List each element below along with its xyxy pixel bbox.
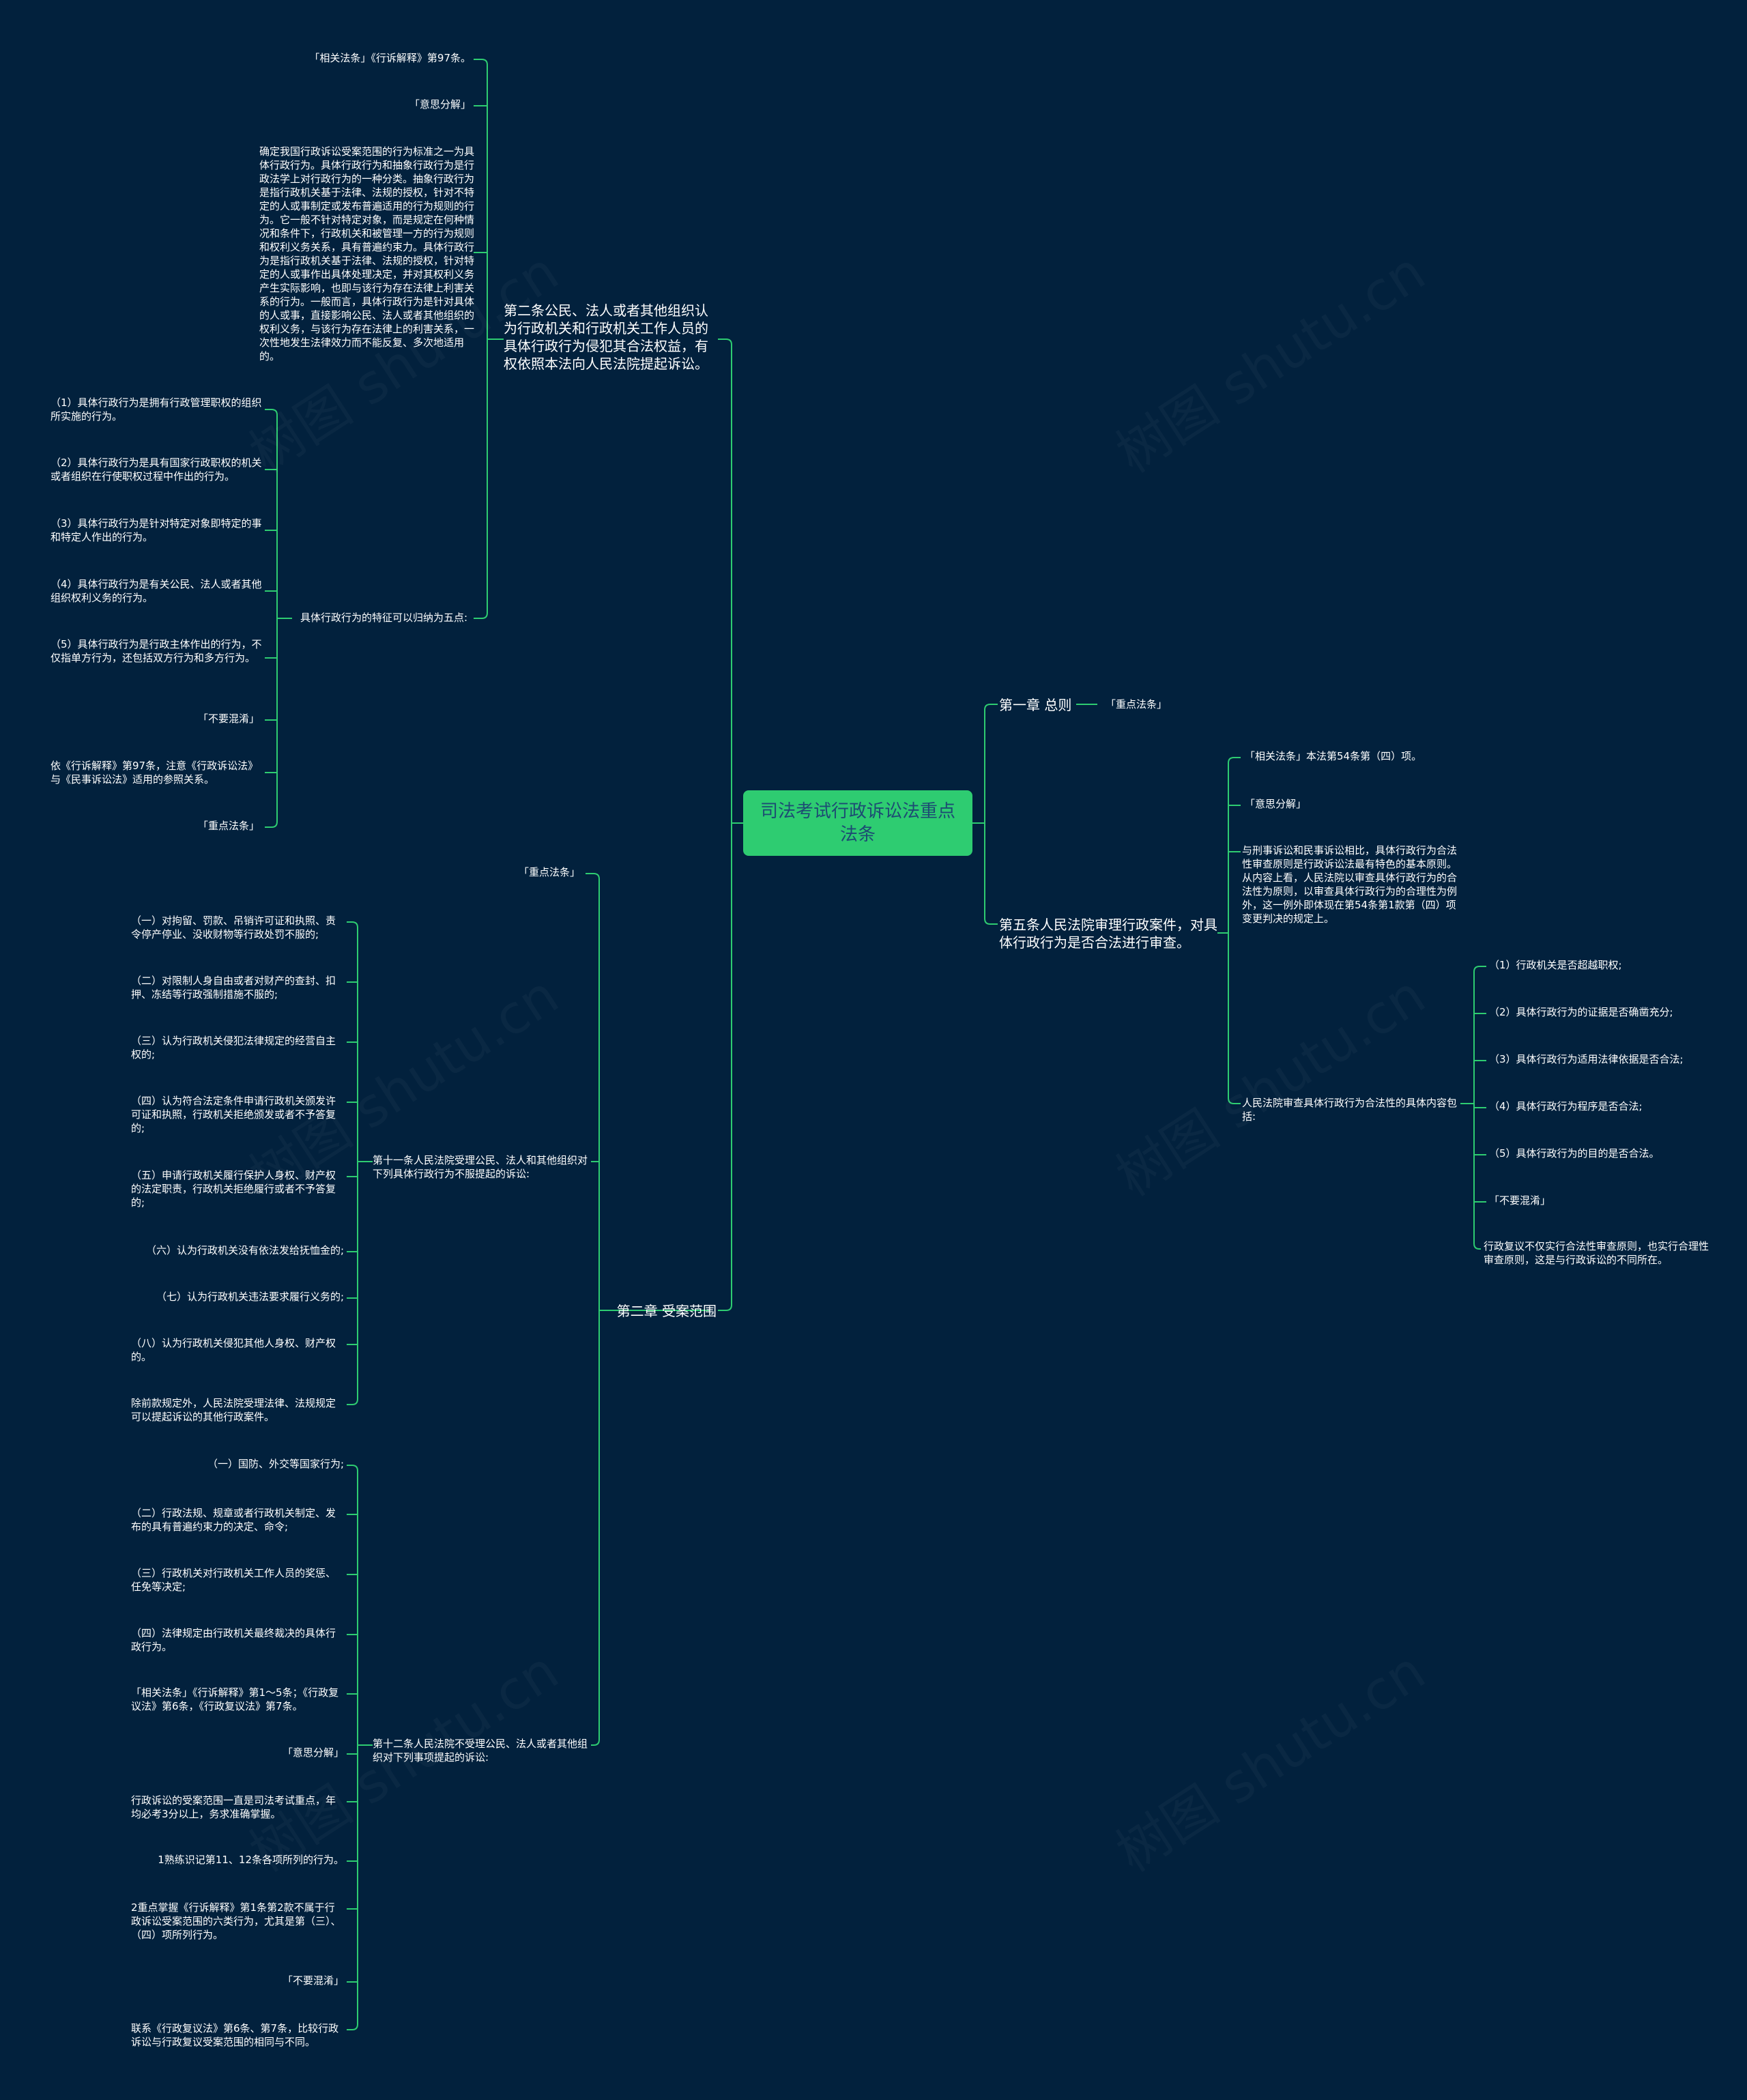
connector-line bbox=[1228, 757, 1241, 764]
article5-review[interactable]: 人民法院审查具体行政行为合法性的具体内容包括: bbox=[1242, 1097, 1458, 1123]
article2-feature-item[interactable]: 「不要混淆」 bbox=[197, 713, 259, 725]
article2-meaning[interactable]: 「意思分解」 bbox=[409, 98, 471, 111]
root-node[interactable]: 司法考试行政诉讼法重点法条 bbox=[743, 790, 972, 856]
article2-feature-item[interactable]: （2）具体行政行为是具有国家行政职权的机关或者组织在行使职权过程中作出的行为。 bbox=[50, 457, 262, 483]
article11-item[interactable]: （三）认为行政机关侵犯法律规定的经营自主权的; bbox=[131, 1035, 336, 1061]
article12-item[interactable]: 「意思分解」 bbox=[282, 1746, 344, 1759]
article2-feature-item[interactable]: （1）具体行政行为是拥有行政管理职权的组织所实施的行为。 bbox=[50, 397, 262, 422]
article5-related[interactable]: 「相关法条」本法第54条第（四）项。 bbox=[1245, 750, 1422, 762]
article12-item[interactable]: 1熟练识记第11、12条各项所列的行为。 bbox=[158, 1854, 344, 1866]
article11-item[interactable]: （二）对限制人身自由或者对财产的查封、扣押、冻结等行政强制措施不服的; bbox=[131, 975, 336, 1001]
article2-node[interactable]: 第二条公民、法人或者其他组织认为行政机关和行政机关工作人员的具体行政行为侵犯其合… bbox=[504, 302, 708, 372]
article12-item[interactable]: （一）国防、外交等国家行为; bbox=[207, 1458, 344, 1470]
chapter2-key-articles[interactable]: 「重点法条」 bbox=[518, 866, 580, 878]
connector-line bbox=[984, 918, 998, 925]
article12-item[interactable]: （四）法律规定由行政机关最终裁决的具体行政行为。 bbox=[131, 1627, 336, 1653]
connector-line bbox=[1228, 1097, 1241, 1104]
article11-item[interactable]: 除前款规定外，人民法院受理法律、法规规定可以提起诉讼的其他行政案件。 bbox=[131, 1397, 336, 1423]
connector-line bbox=[591, 1739, 600, 1746]
article12-node[interactable]: 第十二条人民法院不受理公民、法人或者其他组织对下列事项提起的诉讼: bbox=[373, 1738, 588, 1764]
article12-item[interactable]: （三）行政机关对行政机关工作人员的奖惩、任免等决定; bbox=[131, 1567, 336, 1593]
connector-line bbox=[347, 1465, 358, 1471]
connector-line bbox=[474, 612, 488, 619]
article2-feature-item[interactable]: （4）具体行政行为是有关公民、法人或者其他组织权利义务的行为。 bbox=[50, 578, 262, 604]
connector-line bbox=[718, 1304, 732, 1311]
article11-item[interactable]: （七）认为行政机关违法要求履行义务的; bbox=[156, 1291, 344, 1303]
article2-features[interactable]: 具体行政行为的特征可以归纳为五点: bbox=[300, 612, 467, 624]
connector-line bbox=[265, 409, 278, 416]
chapter1-node[interactable]: 第一章 总则 bbox=[999, 697, 1072, 713]
article5-item[interactable]: （1）行政机关是否超越职权; bbox=[1489, 959, 1622, 971]
article12-item[interactable]: 2重点掌握《行诉解释》第1条第2款不属于行政诉讼受案范围的六类行为，尤其是第（三… bbox=[131, 1901, 341, 1941]
article5-item[interactable]: （4）具体行政行为程序是否合法; bbox=[1489, 1100, 1643, 1112]
article5-item[interactable]: （3）具体行政行为适用法律依据是否合法; bbox=[1489, 1053, 1684, 1065]
article11-node[interactable]: 第十一条人民法院受理公民、法人和其他组织对下列具体行政行为不服提起的诉讼: bbox=[373, 1154, 588, 1180]
article11-item[interactable]: （六）认为行政机关没有依法发给抚恤金的; bbox=[145, 1244, 344, 1256]
article5-item[interactable]: （5）具体行政行为的目的是否合法。 bbox=[1489, 1147, 1660, 1160]
connector-line bbox=[265, 821, 278, 828]
chapter2-node[interactable]: 第二章 受案范围 bbox=[616, 1303, 717, 1319]
article2-feature-item[interactable]: （5）具体行政行为是行政主体作出的行为，不仅指单方行为，还包括双方行为和多方行为… bbox=[50, 638, 262, 664]
connector-line bbox=[984, 704, 998, 710]
article12-item[interactable]: 「不要混淆」 bbox=[282, 1974, 344, 1987]
article5-item[interactable]: （2）具体行政行为的证据是否确凿充分; bbox=[1489, 1006, 1673, 1018]
article5-meaning[interactable]: 「意思分解」 bbox=[1245, 798, 1307, 810]
connector-line bbox=[586, 873, 600, 880]
article12-item[interactable]: （二）行政法规、规章或者行政机关制定、发布的具有普遍约束力的决定、命令; bbox=[131, 1507, 336, 1533]
article2-feature-item[interactable]: 「重点法条」 bbox=[197, 820, 259, 832]
article2-related[interactable]: 「相关法条」《行诉解释》第97条。 bbox=[309, 52, 471, 64]
article5-item[interactable]: 「不要混淆」 bbox=[1489, 1194, 1551, 1207]
article11-item[interactable]: （八）认为行政机关侵犯其他人身权、财产权的。 bbox=[131, 1337, 336, 1363]
article12-item[interactable]: 联系《行政复议法》第6条、第7条，比较行政诉讼与行政复议受案范围的相同与不同。 bbox=[131, 2022, 339, 2048]
article5-node[interactable]: 第五条人民法院审理行政案件，对具体行政行为是否合法进行审查。 bbox=[999, 917, 1217, 951]
article2-feature-item[interactable]: 依《行诉解释》第97条，注意《行政诉讼法》与《民事诉讼法》适用的参照关系。 bbox=[50, 760, 259, 786]
connector-line bbox=[1473, 1243, 1481, 1250]
article11-item[interactable]: （五）申请行政机关履行保护人身权、财产权的法定职责，行政机关拒绝履行或者不予答复… bbox=[131, 1169, 336, 1209]
article12-item[interactable]: 「相关法条」《行诉解释》第1～5条；《行政复议法》第6条，《行政复议法》第7条。 bbox=[131, 1686, 339, 1712]
connector-line bbox=[347, 1398, 358, 1405]
connector-line bbox=[1473, 966, 1486, 973]
article2-explain[interactable]: 确定我国行政诉讼受案范围的行为标准之一为具体行政行为。具体行政行为和抽象行政行为… bbox=[259, 145, 475, 362]
connector-line bbox=[474, 59, 488, 66]
article5-item[interactable]: 行政复议不仅实行合法性审查原则，也实行合理性审查原则，这是与行政诉讼的不同所在。 bbox=[1484, 1240, 1709, 1266]
connector-line bbox=[718, 339, 732, 345]
article11-item[interactable]: （四）认为符合法定条件申请行政机关颁发许可证和执照，行政机关拒绝颁发或者不予答复… bbox=[131, 1095, 336, 1134]
article2-feature-item[interactable]: （3）具体行政行为是针对特定对象即特定的事和特定人作出的行为。 bbox=[50, 517, 262, 543]
connector-line bbox=[347, 2024, 358, 2030]
article12-item[interactable]: 行政诉讼的受案范围一直是司法考试重点，年均必考3分以上，务求准确掌握。 bbox=[131, 1794, 336, 1820]
connector-line bbox=[347, 921, 358, 928]
chapter1-key-articles[interactable]: 「重点法条」 bbox=[1106, 698, 1168, 710]
article5-explain[interactable]: 与刑事诉讼和民事诉讼相比，具体行政行为合法性审查原则是行政诉讼法最有特色的基本原… bbox=[1242, 844, 1458, 925]
article11-item[interactable]: （一）对拘留、罚款、吊销许可证和执照、责令停产停业、没收财物等行政处罚不服的; bbox=[131, 915, 336, 940]
